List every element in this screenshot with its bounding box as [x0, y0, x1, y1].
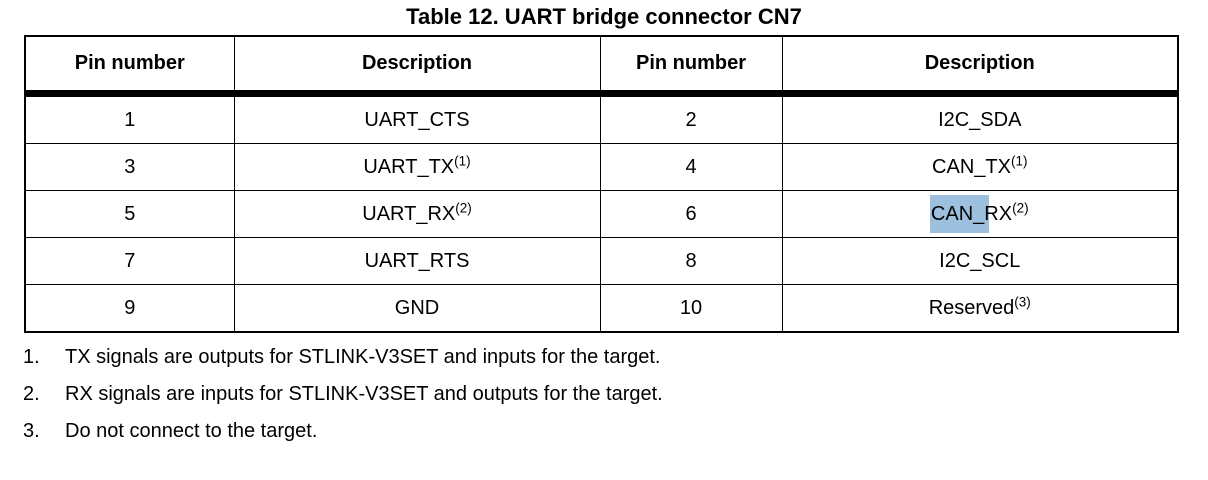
description-cell: UART_CTS: [233, 93, 601, 144]
footnote-reference: (3): [1014, 293, 1031, 309]
header-description-right: Description: [781, 35, 1179, 97]
pin-number-cell: 2: [599, 93, 783, 144]
pin-number-cell: 3: [24, 143, 235, 191]
pin-number-cell: 1: [24, 93, 235, 144]
footnote-number: 2.: [23, 383, 40, 405]
pin-number-cell: 10: [599, 284, 783, 333]
footnote-text: RX signals are inputs for STLINK-V3SET a…: [65, 383, 663, 405]
footnote-item: 3. Do not connect to the target.: [23, 419, 1208, 444]
pin-number-cell: 8: [599, 237, 783, 285]
pin-table: Pin number Description Pin number Descri…: [24, 35, 1179, 333]
footnote-item: 1. TX signals are outputs for STLINK-V3SE…: [23, 345, 1208, 370]
pin-number-cell: 9: [24, 284, 235, 333]
pin-number-cell: 5: [24, 190, 235, 238]
footnote-reference: (2): [1012, 199, 1029, 215]
description-cell: UART_RX(2): [233, 190, 601, 238]
pin-number-cell: 4: [599, 143, 783, 191]
footnote-item: 2. RX signals are inputs for STLINK-V3SET…: [23, 382, 1208, 407]
header-pin-number-right: Pin number: [599, 35, 783, 97]
description-cell: GND: [233, 284, 601, 333]
table-title: Table 12. UART bridge connector CN7: [406, 4, 802, 29]
header-pin-number-left: Pin number: [24, 35, 235, 97]
description-cell: Reserved(3): [781, 284, 1179, 333]
description-cell: I2C_SCL: [781, 237, 1179, 285]
footnotes: 1. TX signals are outputs for STLINK-V3SE…: [23, 345, 1208, 444]
footnote-reference: (2): [455, 199, 472, 215]
header-description-left: Description: [233, 35, 601, 97]
footnote-text: Do not connect to the target.: [65, 420, 318, 442]
footnote-number: 1.: [23, 346, 40, 368]
footnote-text: TX signals are outputs for STLINK-V3SET …: [65, 346, 661, 368]
pin-number-cell: 6: [599, 190, 783, 238]
selection-highlight[interactable]: CAN_: [929, 194, 990, 233]
description-cell: UART_RTS: [233, 237, 601, 285]
footnote-reference: (1): [1010, 152, 1028, 168]
description-cell: UART_TX(1): [233, 143, 601, 191]
table-header-row: Pin number Description Pin number Descri…: [24, 35, 1179, 97]
description-cell: CAN_RX(2): [781, 190, 1179, 238]
footnote-number: 3.: [23, 420, 40, 442]
description-cell: CAN_TX(1): [781, 143, 1179, 191]
description-cell: I2C_SDA: [781, 93, 1179, 144]
pin-number-cell: 7: [24, 237, 235, 285]
footnote-reference: (1): [454, 152, 471, 168]
